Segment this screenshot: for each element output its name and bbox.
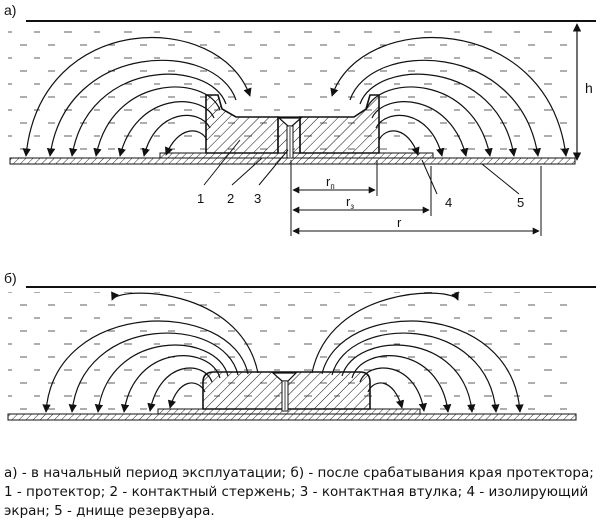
part-number-4: 4	[445, 195, 452, 210]
part-number-1: 1	[197, 191, 204, 206]
current-lines-left-b	[42, 291, 259, 413]
height-dimension: h	[572, 23, 593, 161]
radius-r-label: r	[397, 215, 402, 230]
radius-rz-label: rз	[346, 194, 354, 211]
tank-bottom-b	[7, 413, 577, 421]
panel-a: а) h	[4, 2, 596, 236]
leaders-a	[203, 139, 520, 195]
part-number-5: 5	[517, 195, 524, 210]
part-number-3: 3	[254, 191, 261, 206]
current-lines-right-b	[311, 291, 524, 413]
part-number-2: 2	[227, 191, 234, 206]
caption-line-1: а) - в начальный период эксплуатации; б)…	[4, 465, 594, 481]
figure-caption: а) - в начальный период эксплуатации; б)…	[4, 464, 596, 521]
caption-line-2: 1 - протектор; 2 - контактный стержень; …	[4, 484, 589, 500]
corrosion-protection-diagram: а) h	[4, 2, 596, 421]
panel-b: б)	[4, 270, 596, 421]
panel-a-label: а)	[4, 2, 16, 18]
height-label: h	[585, 80, 593, 96]
current-lines-left-a	[22, 36, 252, 157]
current-lines-right-a	[330, 36, 570, 157]
panel-b-label: б)	[4, 270, 17, 286]
radius-dimensions	[290, 160, 542, 236]
radius-rp-label: rп	[326, 174, 335, 191]
tank-bottom-a	[9, 157, 576, 165]
caption-line-3: экран; 5 - днище резервуара.	[4, 503, 215, 519]
insulating-screen-a	[159, 152, 434, 159]
